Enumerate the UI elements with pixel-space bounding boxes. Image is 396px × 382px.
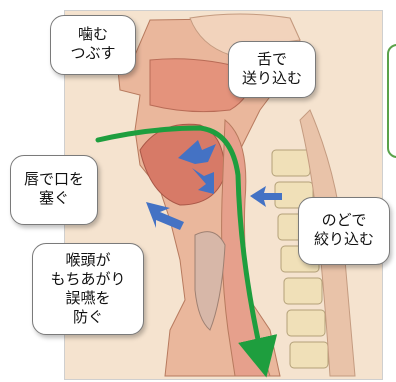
callout-tongue: 舌で 送り込む xyxy=(228,41,316,98)
callout-lips-line-1: 唇で口を xyxy=(17,170,91,189)
callout-tongue-line-2: 送り込む xyxy=(235,69,309,88)
callout-lips-line-2: 塞ぐ xyxy=(17,189,91,208)
callout-tongue-line-1: 舌で xyxy=(235,50,309,69)
callout-throat-line-1: のどで xyxy=(305,211,383,230)
callout-larynx-line-2: もちあがり xyxy=(39,270,137,289)
callout-chew-line-2: つぶす xyxy=(57,44,129,63)
callout-larynx-line-4: 防ぐ xyxy=(39,308,137,327)
callout-chew-line-1: 噛む xyxy=(57,25,129,44)
callout-chew: 噛む つぶす xyxy=(50,15,136,75)
callout-throat: のどで 絞り込む xyxy=(298,197,390,265)
callout-larynx: 喉頭が もちあがり 誤嚥を 防ぐ xyxy=(32,243,144,335)
callout-lips: 唇で口を 塞ぐ xyxy=(10,155,98,225)
callout-throat-line-2: 絞り込む xyxy=(305,230,383,249)
callout-larynx-line-1: 喉頭が xyxy=(39,251,137,270)
callout-larynx-line-3: 誤嚥を xyxy=(39,289,137,308)
